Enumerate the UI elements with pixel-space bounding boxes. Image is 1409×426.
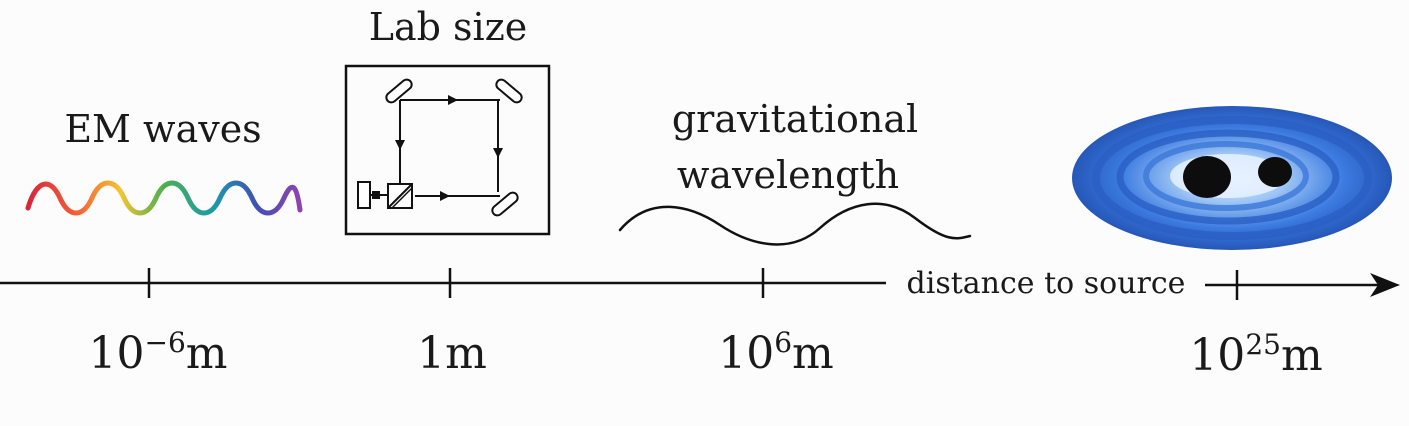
grav-label-line2: wavelength — [677, 153, 899, 197]
axis-arrow-icon — [1370, 273, 1400, 297]
tick-label: 106m — [718, 326, 834, 379]
michelson-interferometer-icon — [344, 64, 551, 236]
tick-label: 1025m — [1189, 328, 1322, 381]
em-wave-icon — [25, 180, 303, 216]
axis-label: distance to source — [907, 266, 1186, 301]
tick-label: 1m — [417, 328, 487, 379]
binary-black-hole-icon — [1072, 106, 1392, 250]
grav-label-line1: gravitational — [672, 97, 918, 141]
em-waves-label: EM waves — [64, 107, 261, 151]
tick-label: 10−6m — [88, 326, 227, 379]
gravitational-wave-icon — [618, 202, 972, 246]
lab-size-label: Lab size — [369, 5, 527, 49]
